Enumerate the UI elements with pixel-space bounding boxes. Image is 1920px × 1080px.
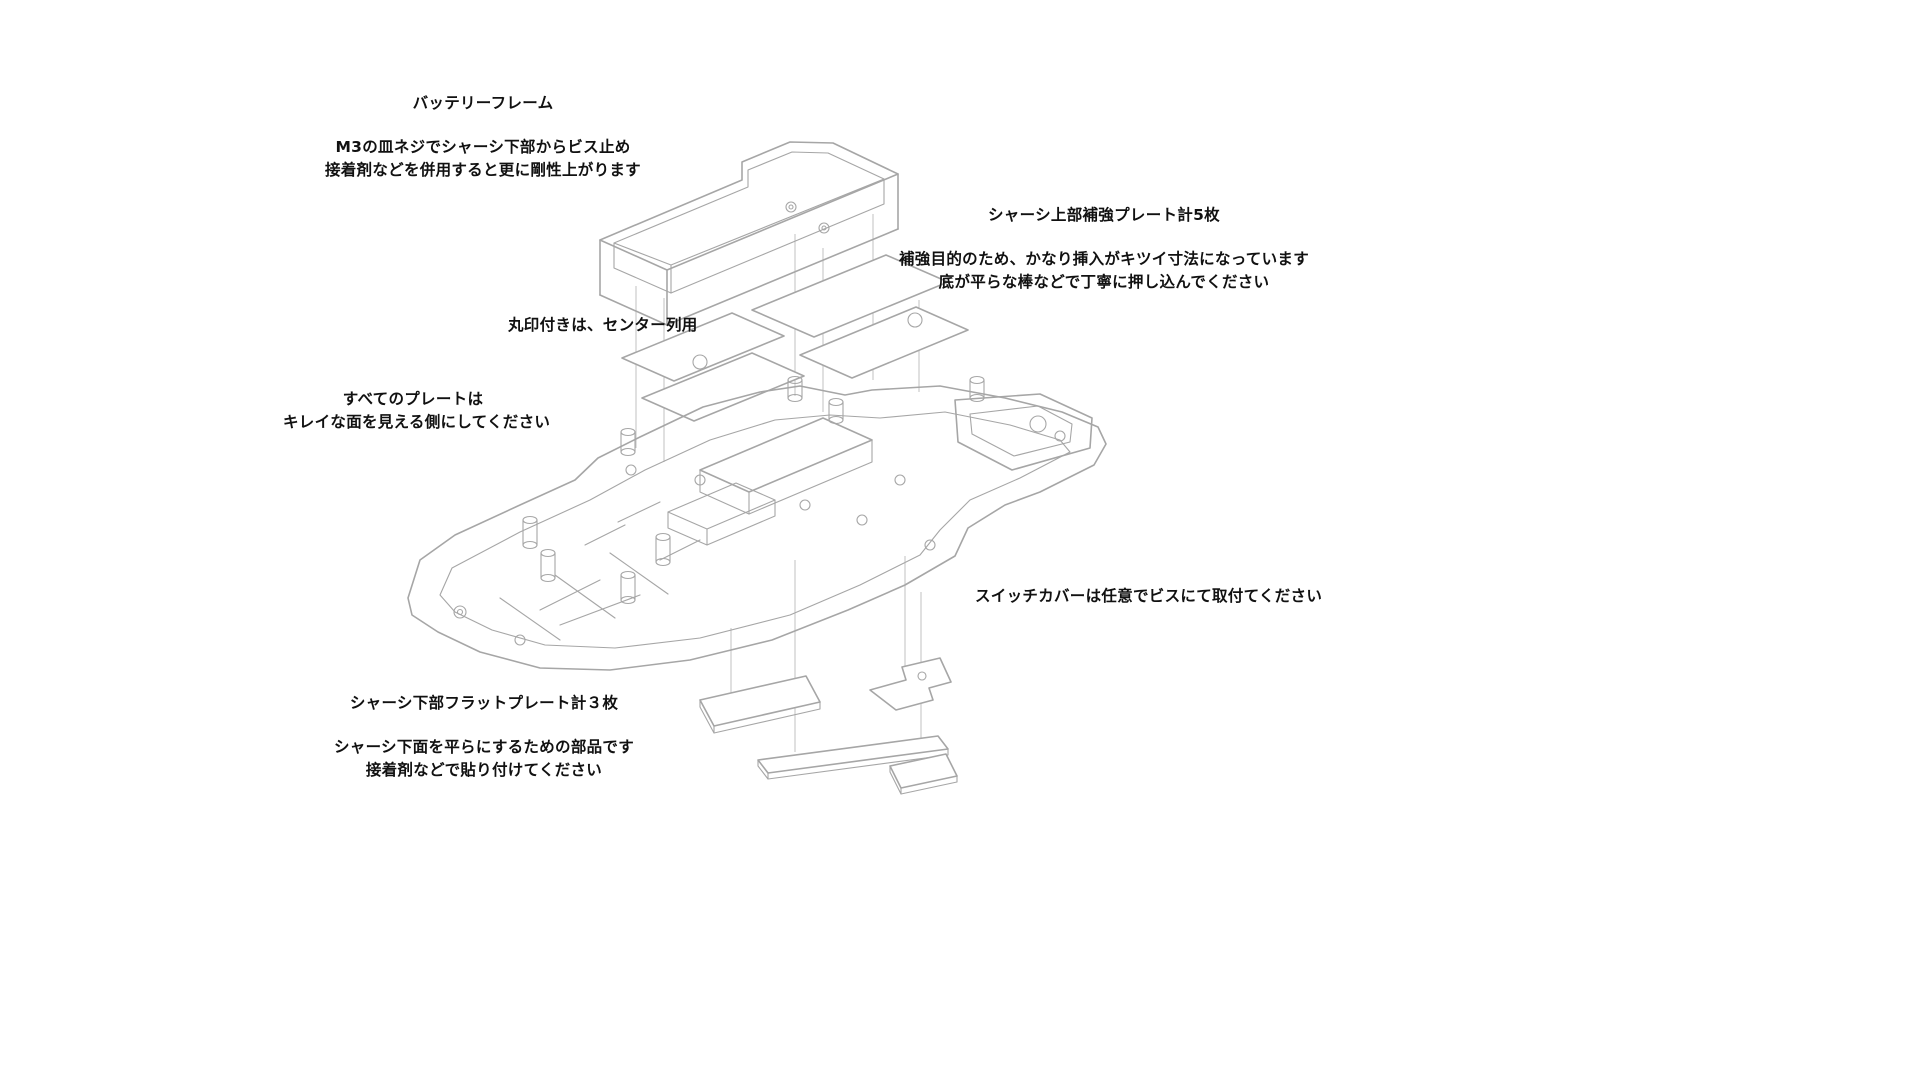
upper-plate-right-1: [751, 254, 949, 338]
plate-orientation-annotation: すべてのプレートは キレイな面を見える側にしてください: [283, 388, 550, 434]
lower-flat-plates: [699, 657, 958, 795]
upper-reinforcement-plates: [621, 254, 969, 422]
lower-plates-title: シャーシ下部フラットプレート計３枚: [349, 694, 619, 712]
plate-orientation-note-2: キレイな面を見える側にしてください: [283, 413, 551, 431]
main-chassis-drawing: [407, 375, 1107, 671]
upper-plate-right-2: [799, 306, 969, 379]
battery-frame-title: バッテリーフレーム: [412, 94, 554, 112]
chassis-posts: [522, 375, 985, 605]
upper-plate-left-1: [621, 312, 785, 382]
switch-cover-annotation: スイッチカバーは任意でビスにて取付てください: [975, 585, 1322, 608]
upper-plates-annotation: シャーシ上部補強プレート計5枚 補強目的のため、かなり挿入がキツイ寸法になってい…: [898, 204, 1310, 294]
upper-plates-title: シャーシ上部補強プレート計5枚: [988, 206, 1220, 224]
upper-plates-note-1: 補強目的のため、かなり挿入がキツイ寸法になっています: [898, 250, 1310, 268]
center-row-mark-left: [692, 354, 708, 370]
switch-cover-plate: [869, 657, 952, 711]
upper-plate-left-2: [641, 352, 805, 422]
center-mark-note: 丸印付きは、センター列用: [508, 316, 698, 334]
center-row-mark-right: [907, 312, 923, 328]
battery-frame-annotation: バッテリーフレーム M3の皿ネジでシャーシ下部からビス止め 接着剤などを併用する…: [300, 92, 666, 182]
center-mark-annotation: 丸印付きは、センター列用: [508, 314, 698, 337]
lower-plate-left: [699, 675, 821, 727]
battery-frame-note-2: 接着剤などを併用すると更に剛性上がります: [324, 161, 641, 179]
chassis-screw-holes: [453, 464, 936, 646]
battery-frame-drawing: [599, 141, 899, 326]
lower-plates-note-1: シャーシ下面を平らにするための部品です: [333, 738, 635, 756]
switch-cover-hole: [917, 671, 927, 681]
plate-orientation-note-1: すべてのプレートは: [342, 390, 484, 408]
switch-cover-note: スイッチカバーは任意でビスにて取付てください: [975, 587, 1323, 605]
lower-plates-note-2: 接着剤などで貼り付けてください: [365, 761, 603, 779]
battery-frame-note-1: M3の皿ネジでシャーシ下部からビス止め: [335, 138, 631, 156]
upper-plates-note-2: 底が平らな棒などで丁寧に押し込んでください: [938, 273, 1270, 291]
lower-plate-small: [889, 753, 958, 789]
lower-plates-annotation: シャーシ下部フラットプレート計３枚 シャーシ下面を平らにするための部品です 接着…: [318, 692, 650, 782]
